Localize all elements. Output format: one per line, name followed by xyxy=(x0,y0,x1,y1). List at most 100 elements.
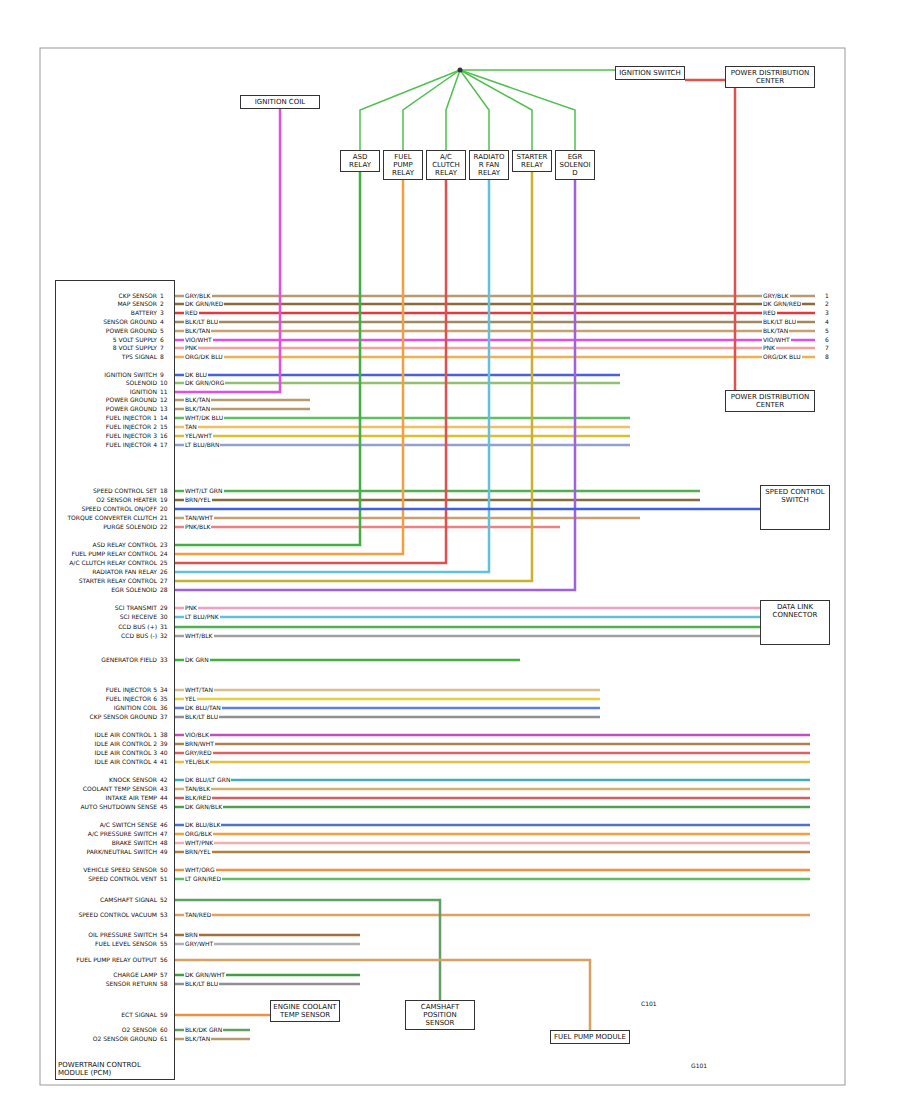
pin-name: MAP SENSOR xyxy=(57,300,157,308)
wire xyxy=(175,851,810,854)
feed-wire xyxy=(446,70,460,150)
connector-pin: 8 xyxy=(824,353,830,361)
pin-number: 59 xyxy=(160,1011,174,1019)
wire-color-code: PNK/BLK xyxy=(184,523,211,531)
pin-name: SOLENOID xyxy=(57,379,157,387)
wire xyxy=(175,833,810,836)
wire xyxy=(175,761,810,764)
wire-color-code: PNK xyxy=(184,344,198,352)
wire-color-code: BRN/YEL xyxy=(184,848,212,856)
wire-connector xyxy=(175,180,446,563)
pin-number: 18 xyxy=(160,487,174,495)
connector-pin: 6 xyxy=(824,336,830,344)
wire-color-code: TAN/RED xyxy=(184,911,212,919)
wire-connector xyxy=(175,180,489,572)
pin-name: CCD BUS (-) xyxy=(57,632,157,640)
wire-connector xyxy=(175,172,532,581)
pin-number: 36 xyxy=(160,704,174,712)
wire xyxy=(175,707,600,710)
wire-color-code: RED xyxy=(762,309,777,317)
wire-connector xyxy=(175,900,440,1000)
wire-color-code: BLK/TAN xyxy=(184,327,211,335)
pin-number: 9 xyxy=(160,371,174,379)
wire-color-code: DK BLU/TAN xyxy=(184,704,222,712)
module-box: FUEL PUMP MODULE xyxy=(550,1030,630,1044)
pin-number: 51 xyxy=(160,875,174,883)
wire xyxy=(175,607,760,610)
pin-name: IDLE AIR CONTROL 1 xyxy=(57,731,157,739)
pin-name: SPEED CONTROL VENT xyxy=(57,875,157,883)
pin-name: PURGE SOLENOID xyxy=(57,523,157,531)
pin-name: BRAKE SWITCH xyxy=(57,839,157,847)
pin-number: 27 xyxy=(160,577,174,585)
component-label: A/C CLUTCH RELAY xyxy=(429,153,463,177)
pin-name: INTAKE AIR TEMP xyxy=(57,794,157,802)
pin-name: FUEL INJECTOR 6 xyxy=(57,695,157,703)
pin-name: POWER GROUND xyxy=(57,396,157,404)
pin-number: 7 xyxy=(160,344,174,352)
wire xyxy=(175,659,520,662)
connector-id: G101 xyxy=(690,1062,708,1070)
wire xyxy=(175,842,810,845)
wire xyxy=(175,806,810,809)
pin-name: FUEL PUMP RELAY OUTPUT xyxy=(57,956,157,964)
pin-name: SENSOR RETURN xyxy=(57,980,157,988)
wire-color-code: BLK/LT BLU xyxy=(762,318,797,326)
wire xyxy=(175,716,600,719)
wire-color-code: BLK/LT BLU xyxy=(184,980,219,988)
wire xyxy=(175,517,640,520)
wire-color-code: BLK/LT BLU xyxy=(184,713,219,721)
wire xyxy=(175,788,810,791)
wire-color-code: YEL/BLK xyxy=(184,758,210,766)
wire-color-code: BLK/LT BLU xyxy=(184,318,219,326)
pin-name: POWER GROUND xyxy=(57,327,157,335)
pin-number: 42 xyxy=(160,776,174,784)
pin-number: 12 xyxy=(160,396,174,404)
component-label: FUEL PUMP RELAY xyxy=(386,153,420,177)
wire-color-code: BLK/TAN xyxy=(184,396,211,404)
pin-name: TPS SIGNAL xyxy=(57,353,157,361)
pin-name: VEHICLE SPEED SENSOR xyxy=(57,866,157,874)
component-label: CAMSHAFT POSITION SENSOR xyxy=(408,1003,472,1027)
pin-name: IGNITION SWITCH xyxy=(57,371,157,379)
feed-wire xyxy=(403,70,460,150)
pin-number: 61 xyxy=(160,1035,174,1043)
wire xyxy=(175,635,760,638)
pin-number: 16 xyxy=(160,432,174,440)
pin-name: STARTER RELAY CONTROL xyxy=(57,577,157,585)
wire-color-code: BLK/TAN xyxy=(184,1035,211,1043)
component-label: POWERTRAIN CONTROL MODULE (PCM) xyxy=(58,1061,172,1077)
pin-number: 15 xyxy=(160,423,174,431)
wire-color-code: DK BLU xyxy=(184,371,208,379)
pin-name: EGR SOLENOID xyxy=(57,586,157,594)
wire-color-code: DK BLU/LT GRN xyxy=(184,776,231,784)
pin-name: IDLE AIR CONTROL 3 xyxy=(57,749,157,757)
pin-name: GENERATOR FIELD xyxy=(57,656,157,664)
pin-name: O2 SENSOR HEATER xyxy=(57,496,157,504)
wire xyxy=(175,347,815,350)
pin-number: 39 xyxy=(160,740,174,748)
wire-color-code: BLK/TAN xyxy=(184,405,211,413)
wire-connector xyxy=(175,180,403,554)
connector-box: DATA LINK CONNECTOR xyxy=(760,600,830,645)
wire-color-code: VIO/WHT xyxy=(762,336,791,344)
wire-color-code: BLK/RED xyxy=(184,794,212,802)
wire-color-code: WHT/LT GRN xyxy=(184,487,224,495)
wire-color-code: TAN/WHT xyxy=(184,514,214,522)
pin-name: IDLE AIR CONTROL 4 xyxy=(57,758,157,766)
pin-name: BATTERY xyxy=(57,309,157,317)
relay-box: FUEL PUMP RELAY xyxy=(383,150,423,180)
pin-name: CHARGE LAMP xyxy=(57,971,157,979)
component-label: DATA LINK CONNECTOR xyxy=(763,603,827,619)
wire-color-code: ORG/DK BLU xyxy=(762,353,802,361)
pin-number: 28 xyxy=(160,586,174,594)
pin-number: 14 xyxy=(160,414,174,422)
page-frame xyxy=(40,48,845,1085)
sensor-box: ENGINE COOLANT TEMP SENSOR xyxy=(270,1000,340,1022)
pin-name: SENSOR GROUND xyxy=(57,318,157,326)
wire xyxy=(175,303,815,306)
pin-name: IGNITION COIL xyxy=(57,704,157,712)
switch-box: IGNITION SWITCH xyxy=(615,66,685,80)
wire xyxy=(175,797,810,800)
pin-number: 53 xyxy=(160,911,174,919)
